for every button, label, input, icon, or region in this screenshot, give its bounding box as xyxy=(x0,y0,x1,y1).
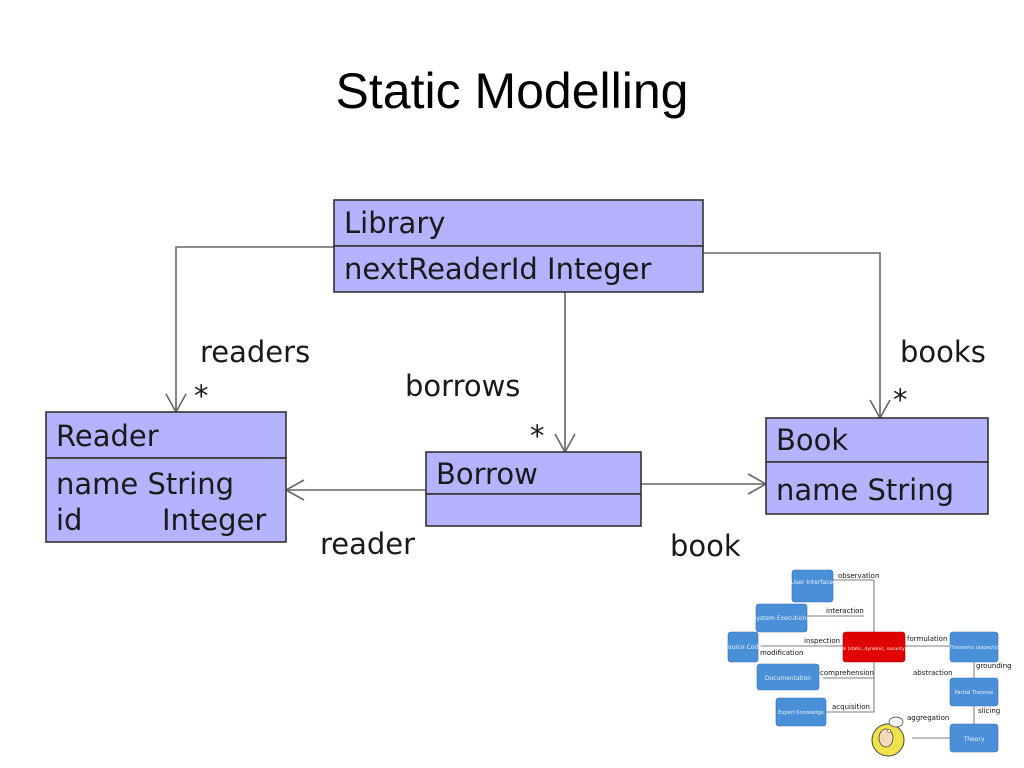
borrows-multiplicity: * xyxy=(530,419,545,453)
mini-node-expert-knowledge: Expert Knowledge xyxy=(778,710,823,716)
mini-edge-formulation: formulation xyxy=(907,635,947,643)
mini-edge-abstraction: abstraction xyxy=(913,669,953,677)
book-class: Book name String xyxy=(765,417,989,515)
book-class-name: Book xyxy=(776,423,848,457)
mini-edge-slicing: slicing xyxy=(978,707,1000,715)
reader-role-label: reader xyxy=(320,527,415,561)
reader-class: Reader name String id Integer xyxy=(45,411,287,543)
book-role-label: book xyxy=(670,529,741,563)
library-class-name: Library xyxy=(344,206,445,240)
reader-attribute-id-type: Integer xyxy=(162,503,266,537)
mini-edge-acquisition: acquisition xyxy=(832,703,870,711)
mini-node-models: Models (static, dynamic, security, etc.) xyxy=(830,646,918,652)
readers-multiplicity: * xyxy=(194,379,209,413)
books-association-line xyxy=(703,252,881,418)
mini-edge-comprehension: comprehension xyxy=(820,669,874,677)
reader-class-name: Reader xyxy=(56,419,159,453)
reader-attribute-id-name: id xyxy=(56,503,82,537)
mini-node-system-executions: System Executions xyxy=(753,615,810,622)
mini-edge-grounding: grounding xyxy=(976,662,1012,670)
readers-role-label: readers xyxy=(200,335,310,369)
mini-node-source-code: Source Code xyxy=(724,644,762,651)
mini-node-user-interface: User Interface xyxy=(791,579,834,586)
thinker-icon xyxy=(871,716,905,757)
mini-node-documentation: Documentation xyxy=(765,675,811,682)
slide-title: Static Modelling xyxy=(335,63,689,119)
mini-node-partial-theories: Partial Theories xyxy=(955,690,994,696)
library-class: Library nextReaderId Integer xyxy=(333,199,704,293)
mini-edge-observation: observation xyxy=(838,572,879,580)
mini-node-theory: Theory xyxy=(963,736,985,743)
reader-attribute-name: name String xyxy=(56,467,234,501)
borrow-class-name: Borrow xyxy=(436,457,538,491)
borrow-class: Borrow xyxy=(425,451,642,527)
mini-methodology-diagram: User Interface System Executions Source … xyxy=(724,569,1012,757)
mini-node-theorems: Theorems (aspects) xyxy=(948,645,999,651)
mini-edge-interaction: interaction xyxy=(826,607,864,615)
book-attribute: name String xyxy=(776,473,954,507)
library-attribute: nextReaderId Integer xyxy=(344,252,651,286)
borrows-role-label: borrows xyxy=(405,369,520,403)
readers-association-line xyxy=(175,246,334,412)
mini-edge-aggregation: aggregation xyxy=(907,714,949,722)
mini-edge-modification: modification xyxy=(760,649,803,657)
books-role-label: books xyxy=(900,335,986,369)
mini-edge-inspection: inspection xyxy=(804,637,840,645)
books-multiplicity: * xyxy=(893,383,908,417)
